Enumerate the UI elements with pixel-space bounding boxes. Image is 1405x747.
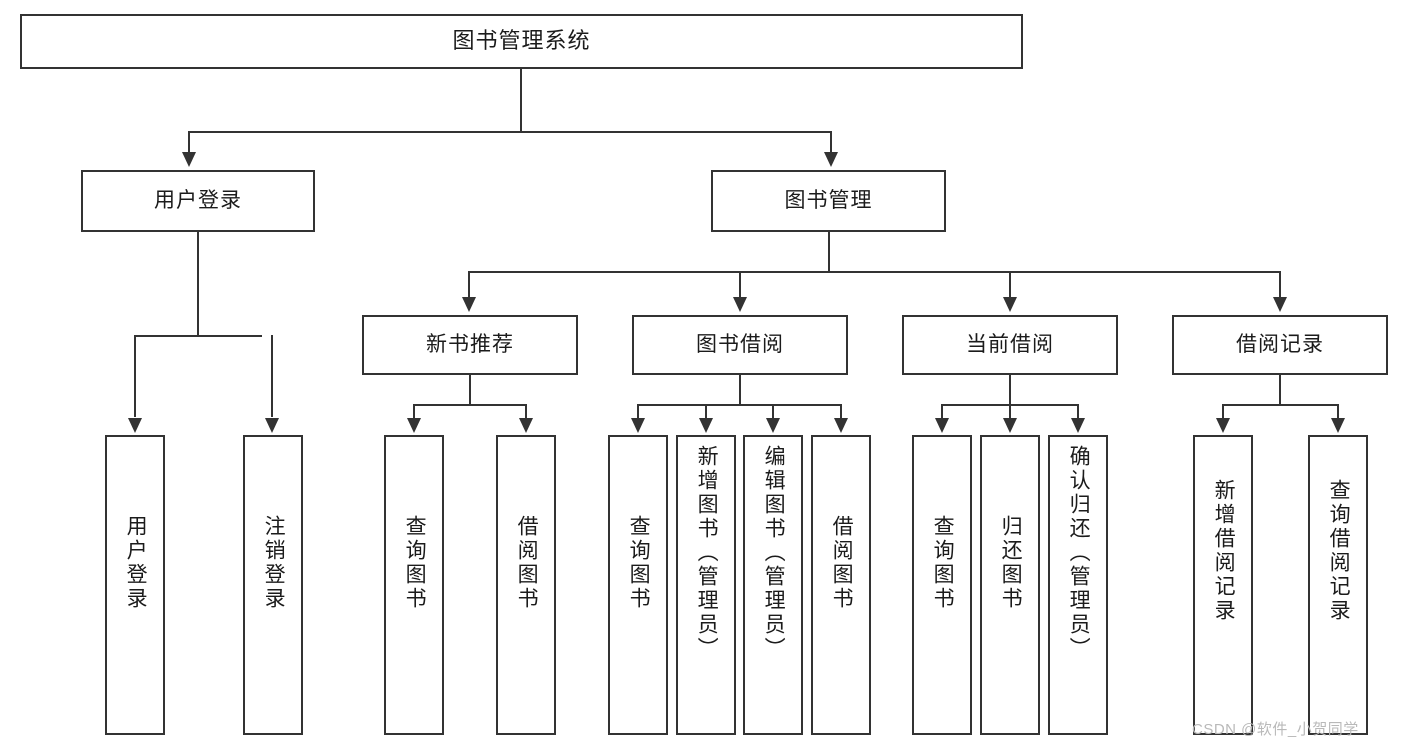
connector-new-book-stem	[469, 375, 471, 405]
connector-root-stem	[520, 69, 522, 131]
connector-borrow-record-bus	[1222, 404, 1337, 406]
leaf-add-book[interactable]: 新增图书（管理员）	[676, 435, 736, 735]
arrow-borrow-record	[1273, 297, 1287, 312]
arrow-leaf-add-record	[1216, 418, 1230, 433]
connector-new-book-drop-2	[525, 404, 527, 418]
arrow-leaf-user-login	[128, 418, 142, 433]
connector-drop-book-borrow	[739, 271, 741, 298]
leaf-confirm-return[interactable]: 确认归还（管理员）	[1048, 435, 1108, 735]
arrow-to-book-manage	[824, 152, 838, 167]
connector-user-login-drop-1	[134, 335, 136, 417]
arrow-leaf-query-record	[1331, 418, 1345, 433]
arrow-leaf-query-book-3	[935, 418, 949, 433]
arrow-to-user-login	[182, 152, 196, 167]
connector-to-book-manage	[830, 131, 832, 155]
connector-drop-new-book	[468, 271, 470, 298]
connector-book-borrow-bus	[637, 404, 840, 406]
arrow-leaf-query-book-1	[407, 418, 421, 433]
node-borrow-record[interactable]: 借阅记录	[1172, 315, 1388, 375]
connector-book-manage-stem	[828, 232, 830, 272]
arrow-leaf-query-book-2	[631, 418, 645, 433]
arrow-leaf-borrow-book-2	[834, 418, 848, 433]
connector-user-login-drop-2	[271, 335, 273, 417]
leaf-borrow-book-1[interactable]: 借阅图书	[496, 435, 556, 735]
connector-user-login-stem	[197, 232, 199, 336]
connector-book-manage-bus	[468, 271, 1279, 273]
connector-new-book-drop-1	[413, 404, 415, 418]
connector-to-user-login	[188, 131, 190, 155]
arrow-book-borrow	[733, 297, 747, 312]
arrow-leaf-edit-book	[766, 418, 780, 433]
connector-book-borrow-drop-1	[637, 404, 639, 418]
connector-user-login-bus	[134, 335, 262, 337]
leaf-user-login[interactable]: 用户登录	[105, 435, 165, 735]
connector-current-borrow-drop-2	[1009, 404, 1011, 418]
connector-new-book-bus	[413, 404, 526, 406]
arrow-current-borrow	[1003, 297, 1017, 312]
arrow-new-book-recommend	[462, 297, 476, 312]
connector-book-borrow-drop-2	[705, 404, 707, 418]
leaf-query-book-3[interactable]: 查询图书	[912, 435, 972, 735]
node-user-login[interactable]: 用户登录	[81, 170, 315, 232]
node-current-borrow[interactable]: 当前借阅	[902, 315, 1118, 375]
leaf-return-book[interactable]: 归还图书	[980, 435, 1040, 735]
connector-current-borrow-drop-3	[1077, 404, 1079, 418]
arrow-leaf-confirm-return	[1071, 418, 1085, 433]
arrow-leaf-add-book	[699, 418, 713, 433]
connector-current-borrow-drop-1	[941, 404, 943, 418]
leaf-logout-login[interactable]: 注销登录	[243, 435, 303, 735]
node-book-borrow[interactable]: 图书借阅	[632, 315, 848, 375]
node-root[interactable]: 图书管理系统	[20, 14, 1023, 69]
connector-book-borrow-drop-3	[772, 404, 774, 418]
connector-book-borrow-stem	[739, 375, 741, 405]
leaf-edit-book[interactable]: 编辑图书（管理员）	[743, 435, 803, 735]
leaf-query-record[interactable]: 查询借阅记录	[1308, 435, 1368, 735]
connector-current-borrow-stem	[1009, 375, 1011, 405]
leaf-add-record[interactable]: 新增借阅记录	[1193, 435, 1253, 735]
connector-drop-borrow-record	[1279, 271, 1281, 298]
connector-book-borrow-drop-4	[840, 404, 842, 418]
connector-root-bus	[188, 131, 832, 133]
connector-borrow-record-drop-2	[1337, 404, 1339, 418]
watermark-csdn: CSDN @软件_小贺同学	[1192, 721, 1359, 738]
leaf-query-book-1[interactable]: 查询图书	[384, 435, 444, 735]
connector-borrow-record-drop-1	[1222, 404, 1224, 418]
connector-drop-current-borrow	[1009, 271, 1011, 298]
node-book-manage[interactable]: 图书管理	[711, 170, 946, 232]
leaf-query-book-2[interactable]: 查询图书	[608, 435, 668, 735]
arrow-leaf-return-book	[1003, 418, 1017, 433]
arrow-leaf-borrow-book-1	[519, 418, 533, 433]
leaf-borrow-book-2[interactable]: 借阅图书	[811, 435, 871, 735]
arrow-leaf-logout-login	[265, 418, 279, 433]
connector-borrow-record-stem	[1279, 375, 1281, 405]
node-new-book-recommend[interactable]: 新书推荐	[362, 315, 578, 375]
